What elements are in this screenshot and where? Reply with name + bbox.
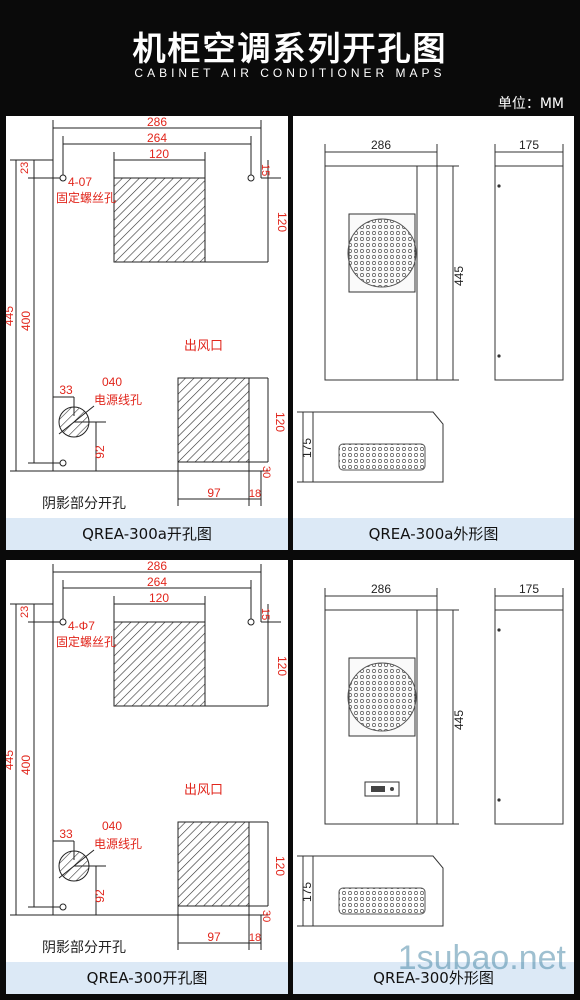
screw-hole xyxy=(59,903,67,911)
dim-400: 400 xyxy=(19,311,33,331)
dim-264: 264 xyxy=(147,575,167,589)
dim-445: 445 xyxy=(6,750,16,770)
caption-cutout-a: QREA-300a开孔图 xyxy=(6,518,288,550)
top-grill xyxy=(338,443,426,471)
outline-width: 286 xyxy=(371,138,391,152)
dim-15: 15 xyxy=(259,608,271,620)
screw-hole xyxy=(247,174,255,182)
caption-cutout-b: QREA-300开孔图 xyxy=(6,962,288,994)
dim-286: 286 xyxy=(147,116,167,129)
top-body xyxy=(312,855,444,927)
dim-33: 33 xyxy=(59,827,73,841)
screw-spec: 4-Φ7 xyxy=(68,619,95,633)
outline-width: 286 xyxy=(371,582,391,596)
dim-120: 120 xyxy=(149,591,169,605)
caption-outline-a: QREA-300a外形图 xyxy=(293,518,574,550)
dim-400: 400 xyxy=(19,755,33,775)
upper-cutout xyxy=(113,621,206,707)
header: 机柜空调系列开孔图 CABINET AIR CONDITIONER MAPS 单… xyxy=(0,0,580,114)
screw-label: 固定螺丝孔 xyxy=(56,634,116,649)
side-body xyxy=(494,165,564,381)
top-body xyxy=(312,411,444,483)
dim-23: 23 xyxy=(19,606,31,618)
dim-30: 30 xyxy=(260,910,272,922)
page-subtitle: CABINET AIR CONDITIONER MAPS xyxy=(134,66,446,80)
dim-286: 286 xyxy=(147,560,167,573)
outline-diagram-b: 286 175 445 175 xyxy=(297,582,564,927)
air-outlet-label: 出风口 xyxy=(184,338,223,353)
screw-hole xyxy=(59,174,67,182)
air-outlet-cutout xyxy=(177,821,250,907)
watermark: 1subao.net xyxy=(397,939,566,977)
cutout-diagram-b: 286 264 120 23 15 120 445 400 33 92 120 … xyxy=(6,560,288,955)
dim-97: 97 xyxy=(207,486,221,500)
fan-icon xyxy=(347,662,417,732)
power-diameter: 040 xyxy=(102,819,122,833)
outline-height: 445 xyxy=(452,266,466,286)
cutout-panel-a: 286 264 120 23 15 120 445 400 33 92 120 … xyxy=(6,116,288,550)
dim-445: 445 xyxy=(6,306,16,326)
screw-hole xyxy=(59,459,67,467)
caption-outline-b: QREA-300外形图 xyxy=(293,962,574,994)
screw-label: 固定螺丝孔 xyxy=(56,190,116,205)
dim-264: 264 xyxy=(147,131,167,145)
dim-18: 18 xyxy=(249,488,261,500)
dim-120-bottom: 120 xyxy=(273,412,287,432)
dim-120-bottom: 120 xyxy=(273,856,287,876)
dim-30: 30 xyxy=(260,466,272,478)
air-outlet-cutout xyxy=(177,377,250,463)
shade-note: 阴影部分开孔 xyxy=(42,939,126,955)
top-grill xyxy=(338,887,426,915)
side-body xyxy=(494,609,564,825)
front-body xyxy=(324,609,438,825)
air-outlet-label: 出风口 xyxy=(184,782,223,797)
outline-depth-vertical: 175 xyxy=(300,438,314,458)
dim-120-right: 120 xyxy=(275,656,288,676)
outline-diagram-a: 286 175 445 175 xyxy=(297,138,564,483)
screw-hole xyxy=(59,618,67,626)
fan-icon xyxy=(347,218,417,288)
dim-92: 92 xyxy=(93,889,107,903)
dim-18: 18 xyxy=(249,932,261,944)
outline-depth-vertical: 175 xyxy=(300,882,314,902)
outline-depth: 175 xyxy=(519,582,539,596)
dim-92: 92 xyxy=(93,445,107,459)
power-label: 电源线孔 xyxy=(94,837,142,851)
dim-97: 97 xyxy=(207,930,221,944)
upper-cutout xyxy=(113,177,206,263)
dim-15: 15 xyxy=(259,164,271,176)
dim-23: 23 xyxy=(19,162,31,174)
page-title: 机柜空调系列开孔图 xyxy=(132,29,448,68)
outline-height: 445 xyxy=(452,710,466,730)
unit-label: 单位：MM xyxy=(497,96,564,112)
front-body xyxy=(324,165,438,381)
cutout-panel-b: 286 264 120 23 15 120 445 400 33 92 120 … xyxy=(6,560,288,994)
display-icon xyxy=(371,786,385,792)
screw-spec: 4-07 xyxy=(68,175,92,189)
cutout-diagram-a: 286 264 120 23 15 120 445 400 33 92 120 … xyxy=(6,116,288,511)
shade-note: 阴影部分开孔 xyxy=(42,495,126,511)
screw-hole xyxy=(247,618,255,626)
outline-panel-b: 286 175 445 175 QREA-300外形图 xyxy=(293,560,574,994)
dim-120: 120 xyxy=(149,147,169,161)
power-diameter: 040 xyxy=(102,375,122,389)
outline-panel-a: 286 175 445 175 QREA-300a外形图 xyxy=(293,116,574,550)
power-label: 电源线孔 xyxy=(94,393,142,407)
dim-33: 33 xyxy=(59,383,73,397)
outline-depth: 175 xyxy=(519,138,539,152)
dim-120-right: 120 xyxy=(275,212,288,232)
